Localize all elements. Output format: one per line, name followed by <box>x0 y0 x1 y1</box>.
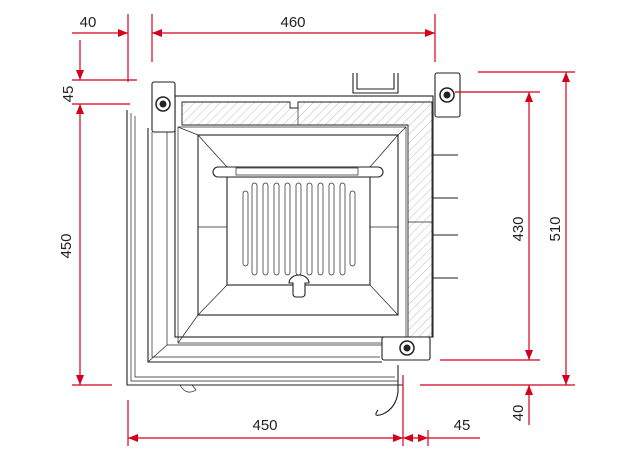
hook <box>375 365 399 416</box>
dimension-labels: 40 460 45 450 430 510 450 45 40 <box>58 14 564 434</box>
dim-label-left-offset: 45 <box>60 86 77 103</box>
insulation-hatch <box>181 101 433 338</box>
grate-slots <box>242 182 356 276</box>
dim-label-bottom-offset: 45 <box>454 417 471 434</box>
bracket-top-right <box>434 72 461 118</box>
firebox <box>197 134 399 316</box>
dim-label-top-width: 460 <box>280 14 305 31</box>
top-handle <box>352 73 399 94</box>
dim-label-right-inner: 430 <box>510 216 527 241</box>
dim-label-right-outer: 510 <box>547 216 564 241</box>
back-panel <box>226 176 371 286</box>
grate-handle <box>288 274 310 298</box>
side-tabs <box>432 154 458 279</box>
dimension-lines <box>72 14 575 446</box>
dim-label-left-depth: 450 <box>58 233 75 258</box>
dim-label-bottom-width: 450 <box>252 417 277 434</box>
door-frame <box>126 110 403 386</box>
stove-body <box>126 72 461 416</box>
bracket-bottom <box>381 336 431 361</box>
dim-label-top-offset: 40 <box>80 14 97 31</box>
bracket-top-left <box>151 81 176 133</box>
dim-label-bottom-right-offset: 40 <box>510 405 527 422</box>
grate-bar <box>212 166 384 178</box>
